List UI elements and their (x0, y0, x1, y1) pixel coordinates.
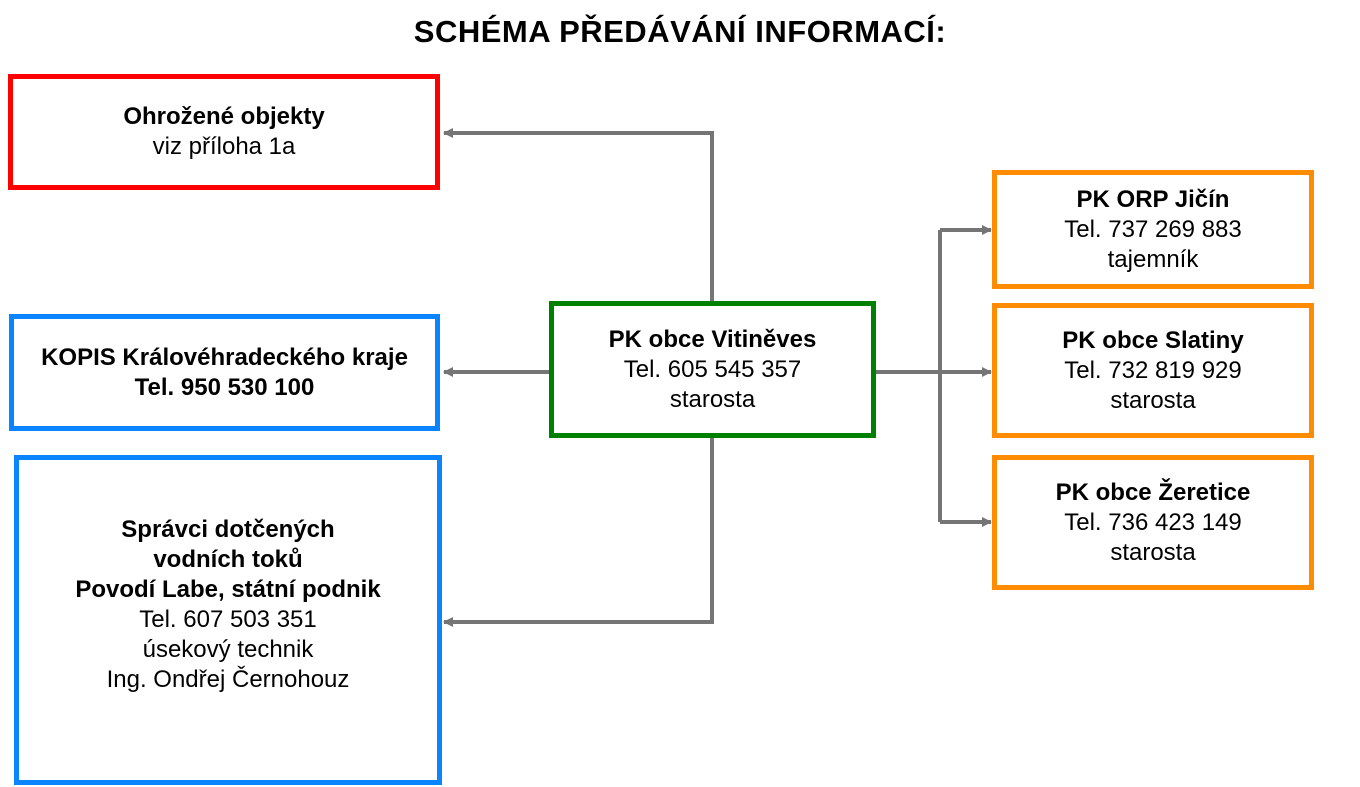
diagram-title: SCHÉMA PŘEDÁVÁNÍ INFORMACÍ: (413, 14, 947, 49)
water-role: úsekový technik (142, 636, 314, 663)
orp-role: tajemník (1107, 245, 1199, 273)
kopis-title: KOPIS Královéhradeckého kraje (41, 343, 408, 371)
arrow-to-water (443, 437, 714, 627)
center-role: starosta (669, 385, 756, 413)
endangered-title: Ohrožené objekty (123, 103, 325, 130)
endangered-objects-box: Ohrožené objekty viz příloha 1a (8, 74, 440, 190)
kopis-phone: Tel. 950 530 100 (134, 373, 315, 401)
center-title: PK obce Vitiněves (608, 325, 817, 353)
zeretice-phone: Tel. 736 423 149 (1064, 508, 1242, 536)
water-phone: Tel. 607 503 351 (139, 606, 317, 633)
zeretice-title: PK obce Žeretice (1055, 478, 1251, 506)
zeretice-box: PK obce Žeretice Tel. 736 423 149 staros… (992, 455, 1314, 590)
center-phone: Tel. 605 545 357 (623, 355, 802, 383)
zeretice-role: starosta (1110, 538, 1196, 566)
orp-title: PK ORP Jičín (1076, 185, 1230, 213)
slatiny-role: starosta (1110, 386, 1196, 414)
water-person: Ing. Ondřej Černohouz (106, 666, 350, 693)
slatiny-phone: Tel. 732 819 929 (1064, 356, 1242, 384)
orp-phone: Tel. 737 269 883 (1064, 215, 1242, 243)
center-box: PK obce Vitiněves Tel. 605 545 357 staro… (549, 301, 876, 438)
water-line-2: vodních toků (153, 546, 303, 573)
slatiny-title: PK obce Slatiny (1062, 326, 1244, 354)
water-line-3: Povodí Labe, státní podnik (75, 576, 381, 603)
arrow-to-endangered (443, 128, 714, 302)
kopis-box: KOPIS Královéhradeckého kraje Tel. 950 5… (9, 314, 440, 431)
endangered-note: viz příloha 1a (152, 133, 296, 160)
water-managers-box: Správci dotčených vodních toků Povodí La… (14, 455, 442, 785)
slatiny-box: PK obce Slatiny Tel. 732 819 929 starost… (992, 303, 1314, 438)
water-line-1: Správci dotčených (121, 516, 335, 543)
orp-box: PK ORP Jičín Tel. 737 269 883 tajemník (992, 170, 1314, 289)
